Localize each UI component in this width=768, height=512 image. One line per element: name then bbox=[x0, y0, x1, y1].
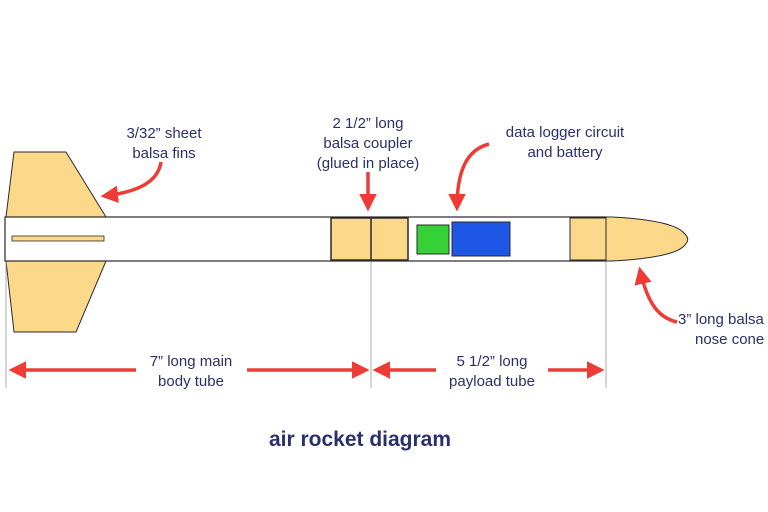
logger-arrow bbox=[448, 142, 490, 212]
logger-label-line-2: and battery bbox=[527, 144, 603, 161]
nose-arrow bbox=[634, 266, 678, 324]
main-tube-label: 7” long main body tube bbox=[131, 352, 251, 392]
fins-label: 3/32” sheet balsa fins bbox=[104, 124, 224, 164]
payload-tube-label-line-1: 5 1/2” long bbox=[456, 353, 528, 370]
coupler-label-line-2: balsa coupler bbox=[323, 135, 413, 152]
coupler-label-line-1: 2 1/2” long bbox=[332, 115, 404, 132]
nose-cone bbox=[605, 216, 689, 262]
fins-label-line-1: 3/32” sheet bbox=[126, 125, 202, 142]
logger-label-line-1: data logger circuit bbox=[505, 124, 625, 141]
payload-tube-label: 5 1/2” long payload tube bbox=[432, 352, 552, 392]
nose-cone-shoulder bbox=[569, 217, 607, 261]
main-tube-label-line-1: 7” long main bbox=[149, 353, 233, 370]
coupler-label: 2 1/2” long balsa coupler (glued in plac… bbox=[298, 114, 438, 174]
battery bbox=[451, 221, 511, 257]
circuit-board bbox=[416, 224, 450, 255]
nose-label-line-1: 3” long balsa bbox=[678, 311, 764, 328]
payload-tube-label-line-2: payload tube bbox=[449, 373, 535, 390]
fin-slot bbox=[11, 235, 105, 242]
upper-fin bbox=[5, 151, 107, 218]
logger-label: data logger circuit and battery bbox=[490, 123, 640, 163]
fins-label-line-2: balsa fins bbox=[132, 145, 196, 162]
balsa-coupler bbox=[330, 217, 409, 261]
nose-label-line-2: nose cone bbox=[695, 331, 765, 348]
diagram-title: air rocket diagram bbox=[268, 428, 452, 451]
fins-arrow bbox=[100, 161, 163, 204]
main-tube-label-line-2: body tube bbox=[158, 373, 224, 390]
nose-label: 3” long balsa nose cone bbox=[678, 310, 768, 350]
coupler-label-line-3: (glued in place) bbox=[316, 155, 420, 172]
lower-fin bbox=[5, 260, 107, 333]
